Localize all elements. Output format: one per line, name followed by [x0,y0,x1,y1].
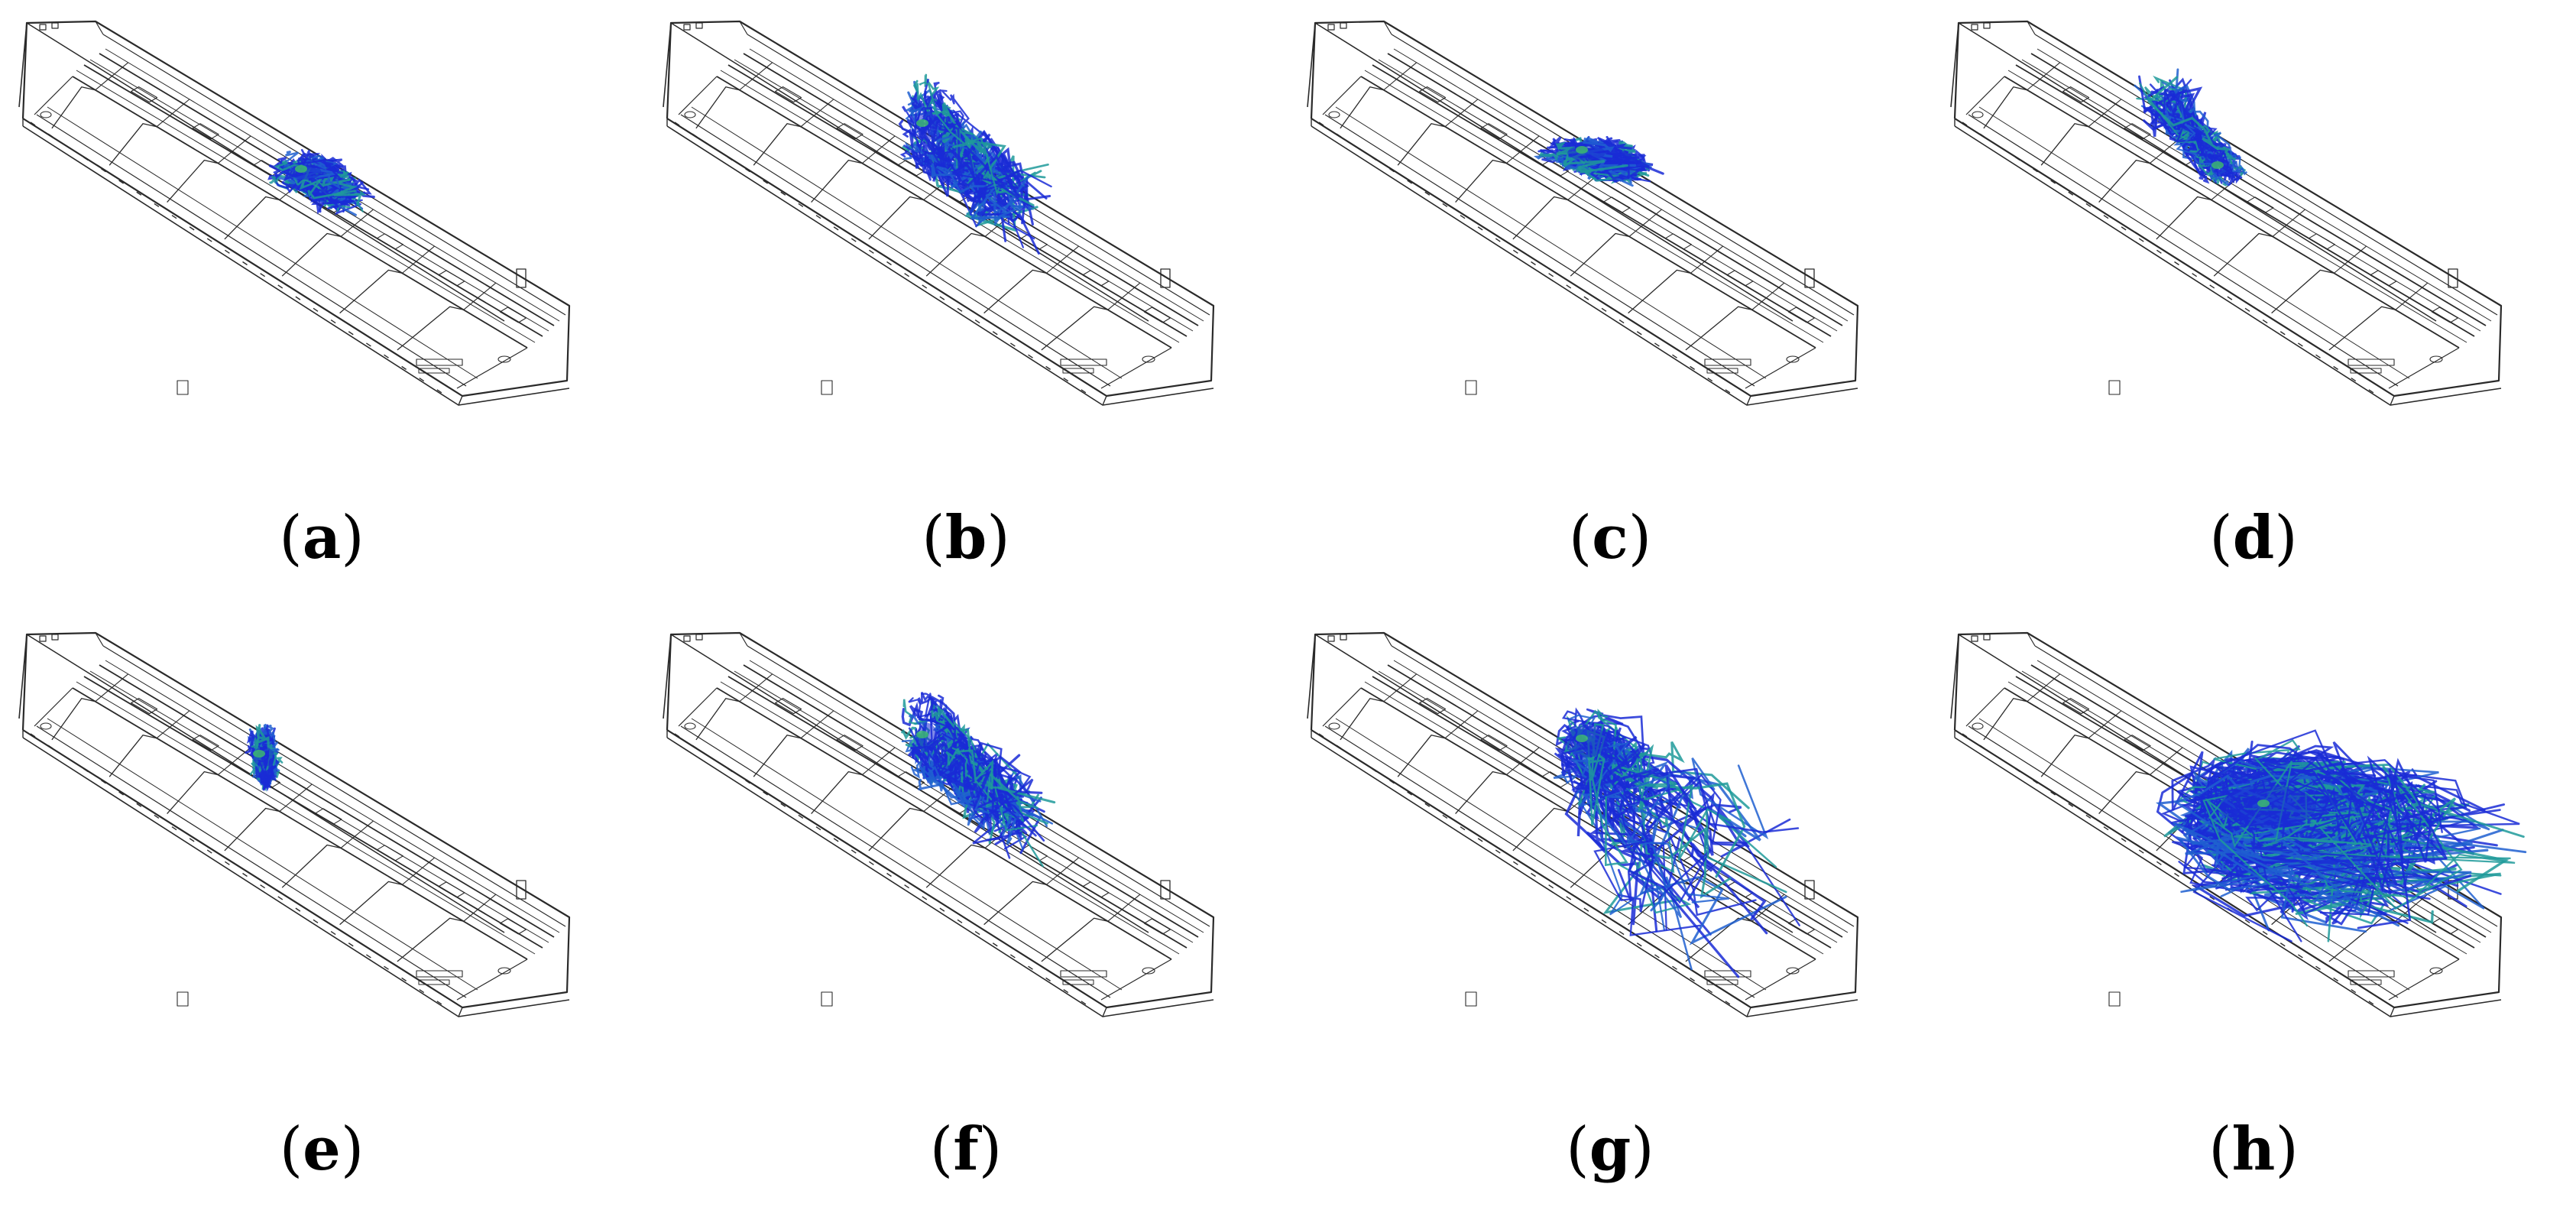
caption-open-paren: ( [2208,1115,2232,1184]
smoke-streamlines [1553,707,1800,978]
caption-close-paren: ) [2274,504,2298,573]
station-model-diagram [1950,20,2503,406]
station-model-diagram [18,20,571,406]
panel-caption: (b) [644,508,1288,569]
smoke-streamlines [1533,135,1664,187]
station-model-diagram [663,631,1215,1017]
caption-letter: g [1589,1114,1631,1184]
caption-letter: c [1592,503,1628,573]
caption-letter: b [945,503,987,573]
station-model-diagram [663,20,1215,406]
panel-caption: (e) [0,1120,643,1180]
caption-open-paren: ( [922,504,945,573]
caption-letter: d [2232,503,2275,573]
caption-open-paren: ( [2209,504,2233,573]
station-wireframe [1307,20,1859,406]
caption-close-paren: ) [1631,1115,1654,1184]
panel-caption: (g) [1288,1120,1932,1180]
figure-panel-h: (h) [1932,612,2575,1223]
caption-open-paren: ( [929,1115,954,1184]
station-model-diagram [1950,631,2527,1017]
smoke-streamlines [901,692,1056,868]
smoke-streamlines [245,723,284,792]
station-model-diagram [1307,631,1859,1017]
smoke-streamlines [2155,729,2527,942]
station-wireframe [663,20,1215,406]
station-wireframe [18,20,571,406]
panel-caption: (d) [1932,508,2575,569]
caption-letter: e [303,1114,341,1184]
figure-panel-g: (g) [1288,612,1932,1223]
caption-open-paren: ( [279,504,303,573]
station-model-diagram [18,631,571,1017]
caption-close-paren: ) [2275,1115,2299,1184]
station-model-diagram [1307,20,1859,406]
caption-open-paren: ( [1568,504,1593,573]
smoke-streamlines [898,73,1052,255]
caption-letter: a [302,503,342,573]
panel-caption: (a) [0,508,643,569]
caption-close-paren: ) [987,504,1010,573]
figure-panel-c: (c) [1288,0,1932,612]
caption-letter: h [2231,1114,2276,1184]
panel-caption: (h) [1932,1120,2575,1180]
figure-panel-d: (d) [1932,0,2575,612]
figure-panel-a: (a) [0,0,643,612]
caption-open-paren: ( [279,1115,303,1184]
caption-close-paren: ) [978,1115,1003,1184]
figure-panel-b: (b) [644,0,1288,612]
figure-panel-e: (e) [0,612,643,1223]
station-wireframe [18,631,571,1017]
station-wireframe [1307,631,1859,1017]
smoke-streamlines [267,148,375,216]
station-wireframe [663,631,1215,1017]
caption-close-paren: ) [341,504,365,573]
figure-panel-f: (f) [644,612,1288,1223]
caption-letter: f [953,1114,979,1184]
smoke-streamlines [2134,68,2247,187]
caption-open-paren: ( [1566,1115,1589,1184]
panel-caption: (c) [1288,508,1932,569]
caption-close-paren: ) [1628,504,1652,573]
panel-caption: (f) [644,1120,1288,1180]
caption-close-paren: ) [340,1115,365,1184]
station-wireframe [1950,20,2503,406]
